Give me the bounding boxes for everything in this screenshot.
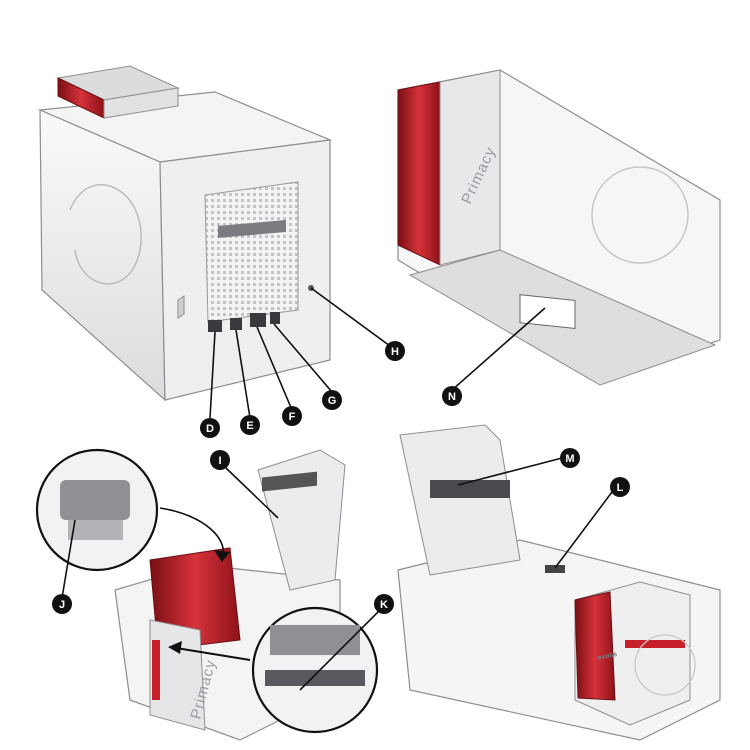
callout-f-label: F: [289, 411, 296, 423]
callout-m: M: [560, 448, 580, 468]
callout-l-label: L: [617, 482, 624, 494]
callout-k-label: K: [380, 599, 388, 611]
callout-d: D: [200, 418, 220, 438]
callout-n: N: [442, 386, 462, 406]
brand-logo-text: evolis: [597, 651, 618, 662]
printer-open-view-right: evolis: [397, 424, 721, 741]
callout-e-label: E: [246, 420, 253, 432]
callout-d-label: D: [206, 423, 214, 435]
printer-rear-view: [37, 65, 333, 402]
callout-j: J: [52, 594, 72, 614]
magnifier-k: [168, 606, 379, 734]
callout-h-label: H: [391, 346, 399, 358]
product-label: [519, 294, 576, 329]
callout-m-label: M: [565, 453, 574, 465]
callout-e: E: [240, 415, 260, 435]
callout-i: I: [210, 450, 230, 470]
magnifier-j: [35, 448, 230, 572]
callout-g-label: G: [328, 395, 337, 407]
callout-k: K: [374, 594, 394, 614]
printer-underside-view: Primacy: [397, 69, 721, 386]
callout-l: L: [610, 477, 630, 497]
callout-j-label: J: [59, 599, 65, 611]
callout-g: G: [322, 390, 342, 410]
callout-f: F: [282, 406, 302, 426]
callout-i-label: I: [218, 455, 221, 467]
leader-lines: [61, 287, 613, 691]
callout-n-label: N: [448, 391, 456, 403]
callout-h: H: [385, 341, 405, 361]
